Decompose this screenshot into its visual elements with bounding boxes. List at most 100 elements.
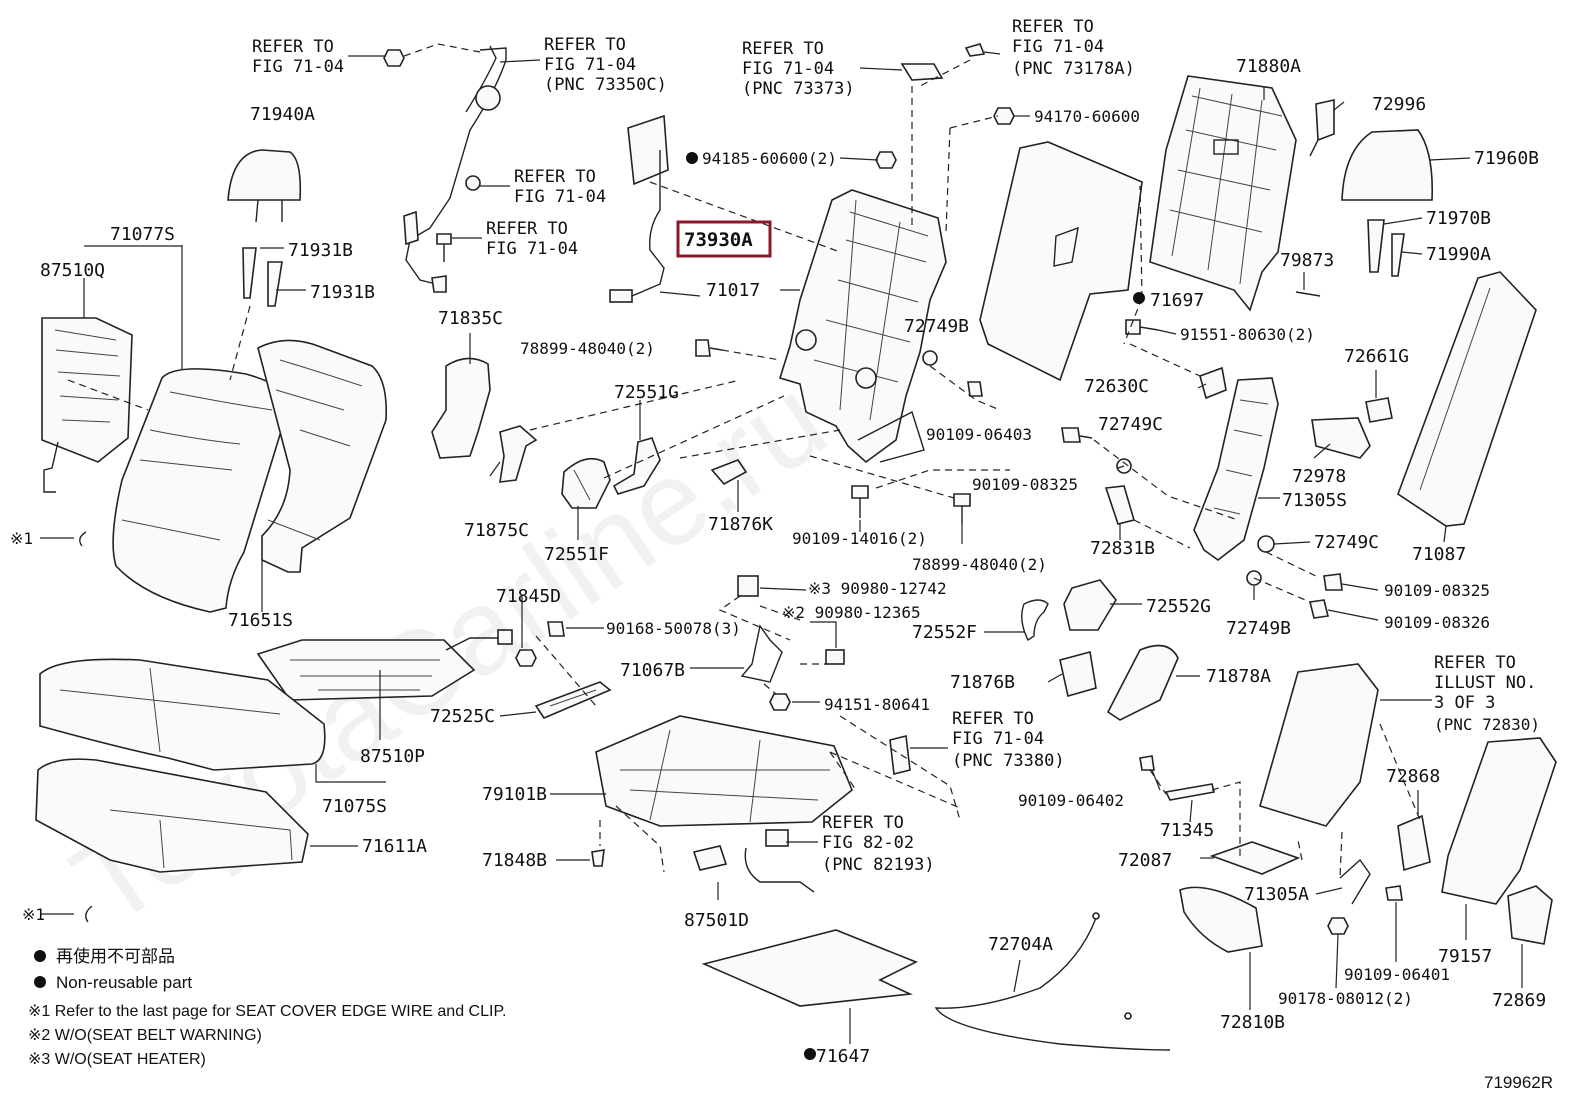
handle-72978[interactable] xyxy=(1311,417,1371,459)
svg-text:※3 W/O(SEAT HEATER): ※3 W/O(SEAT HEATER) xyxy=(28,1051,206,1068)
nut-94151-80641[interactable] xyxy=(769,693,791,711)
headrest-guide-71990A[interactable] xyxy=(1391,233,1405,277)
cover-72810B[interactable] xyxy=(1179,886,1263,953)
cover-71876B[interactable] xyxy=(1059,651,1097,698)
bolt-91551-80630[interactable] xyxy=(1125,319,1159,335)
label-90109-08325-b: 90109-08325 xyxy=(1384,581,1490,600)
clip-icon xyxy=(79,531,87,547)
seatback-cover-71077S[interactable] xyxy=(112,368,291,613)
label-72704A: 72704A xyxy=(988,934,1053,955)
switch-87501D[interactable] xyxy=(692,829,815,893)
cushion-pad-71611A[interactable] xyxy=(35,758,309,873)
cushion-frame-79101B[interactable] xyxy=(595,715,853,827)
label-90109-06403: 90109-06403 xyxy=(926,425,1032,444)
svg-text:(PNC 73373): (PNC 73373) xyxy=(742,79,855,99)
cover-72525C[interactable] xyxy=(534,681,612,719)
back-cover-72830[interactable] xyxy=(1259,663,1379,827)
seat-heater-87510Q[interactable] xyxy=(41,317,133,493)
bolt-90109-14016[interactable] xyxy=(851,485,869,518)
svg-text:再使用不可部品: 再使用不可部品 xyxy=(56,946,175,966)
label-71077S: 71077S xyxy=(110,224,175,245)
cover-71878A[interactable] xyxy=(1106,644,1179,721)
board-71087[interactable] xyxy=(1397,271,1537,527)
side-cover-71875C[interactable] xyxy=(499,425,538,483)
cushion-cover-71075S[interactable] xyxy=(39,658,326,771)
svg-text:REFER TO: REFER TO xyxy=(742,39,824,59)
hinge-71305S[interactable] xyxy=(1193,377,1279,561)
mat-71647[interactable] xyxy=(701,929,918,1007)
nut-94185-60600[interactable] xyxy=(875,151,897,169)
clip-71848B[interactable] xyxy=(591,849,605,867)
washer-72749B[interactable] xyxy=(922,350,938,366)
bolt-fig71-04[interactable] xyxy=(436,233,452,262)
cushion-heater-87510P[interactable] xyxy=(256,629,513,701)
label-72996: 72996 xyxy=(1372,94,1426,115)
bolt-78899-48040-b[interactable] xyxy=(953,493,971,524)
headrest-guide-71970B[interactable] xyxy=(1367,219,1385,273)
label-71087: 71087 xyxy=(1412,544,1466,565)
bracket-71876K[interactable] xyxy=(710,459,748,486)
bolt-90168-50078[interactable] xyxy=(547,621,565,637)
bolt-78899-48040-a[interactable] xyxy=(695,339,723,357)
nut-94170-60600[interactable] xyxy=(993,107,1015,125)
nut-fig71-04[interactable] xyxy=(383,49,405,67)
pin-72831B[interactable] xyxy=(1104,485,1136,525)
bolt-90109-06403[interactable] xyxy=(967,381,983,397)
clip-79873[interactable] xyxy=(1295,291,1321,297)
refer-to-r9: REFER TO ILLUST NO. 3 OF 3 (PNC 72830) xyxy=(1434,653,1540,734)
lock-72630C[interactable] xyxy=(1199,366,1227,400)
svg-text:(PNC 82193): (PNC 82193) xyxy=(822,855,935,875)
cover-72552F[interactable] xyxy=(1021,599,1049,642)
connector-90980-12742[interactable] xyxy=(737,575,759,597)
legend-dot xyxy=(34,950,46,962)
cover-72551F[interactable] xyxy=(561,457,611,509)
washer-72749C-2[interactable] xyxy=(1257,535,1275,553)
cable-72704A[interactable] xyxy=(934,912,1171,1051)
headrest-guide-71931B[interactable] xyxy=(242,247,283,307)
label-71848B: 71848B xyxy=(482,850,547,871)
harness-71067B[interactable] xyxy=(740,624,783,683)
seatback-board-71880A[interactable] xyxy=(1149,75,1297,312)
bolt-90109-06402[interactable] xyxy=(1139,755,1155,771)
svg-text:REFER TO: REFER TO xyxy=(822,813,904,833)
side-cover-71835C[interactable] xyxy=(431,357,491,459)
leader-lines xyxy=(40,43,1523,1044)
headrest-71960B[interactable] xyxy=(1341,129,1434,201)
svg-text:FIG 71-04: FIG 71-04 xyxy=(742,59,834,79)
figure-id: 719962R xyxy=(1484,1073,1553,1092)
cover-72869[interactable] xyxy=(1507,885,1553,945)
label-87510Q: 87510Q xyxy=(40,260,105,281)
label-72978: 72978 xyxy=(1292,466,1346,487)
clip-73373[interactable] xyxy=(900,63,944,81)
sensor-73930A[interactable] xyxy=(609,114,669,303)
connector-90980-12365[interactable] xyxy=(825,649,845,665)
label-78899-48040-b: 78899-48040(2) xyxy=(912,555,1047,574)
nut-71845D[interactable] xyxy=(515,649,537,667)
link-71345[interactable] xyxy=(1164,783,1215,801)
cover-72551G[interactable] xyxy=(612,437,661,495)
legend: 再使用不可部品 Non-reusable part ※1 Refer to th… xyxy=(28,946,507,1068)
bracket-72087[interactable] xyxy=(1209,841,1301,875)
clip-73178A[interactable] xyxy=(964,43,986,57)
seatback-pad-71651S[interactable] xyxy=(257,339,388,573)
bolt-90109-08325-a[interactable] xyxy=(1061,427,1093,443)
cover-79157[interactable] xyxy=(1441,737,1557,905)
cover-72552G[interactable] xyxy=(1063,579,1117,631)
lock-72996[interactable] xyxy=(1309,99,1335,157)
bolt-73380[interactable] xyxy=(889,735,911,775)
headrest-71940A[interactable] xyxy=(227,149,302,223)
bolt-90109-08325-b[interactable] xyxy=(1323,573,1343,591)
label-71067B: 71067B xyxy=(620,660,685,681)
handle-72661G[interactable] xyxy=(1365,397,1393,423)
label-94151-80641: 94151-80641 xyxy=(824,695,930,714)
seatback-frame-71017[interactable] xyxy=(778,189,947,464)
bolt-90109-08326[interactable] xyxy=(1309,599,1329,619)
hinge-71305A[interactable] xyxy=(1339,858,1371,905)
seatback-board-71697[interactable] xyxy=(979,141,1143,382)
label-94185-60600: 94185-60600(2) xyxy=(702,149,837,168)
bolt-90109-06401[interactable] xyxy=(1385,885,1403,901)
bracket-72868[interactable] xyxy=(1397,814,1431,872)
nut-90178-08012[interactable] xyxy=(1327,917,1349,935)
seat-belt-assembly[interactable] xyxy=(403,45,507,293)
